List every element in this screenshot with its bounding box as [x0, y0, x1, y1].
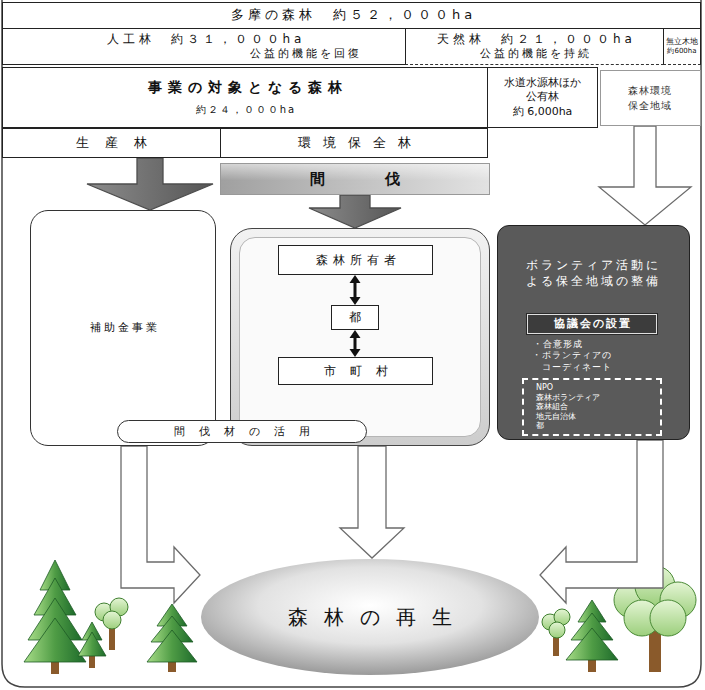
round-tree	[650, 600, 686, 636]
box-label: 公益的機能を回復	[247, 47, 362, 61]
production-forest-box: 生産林	[2, 128, 221, 158]
round-tree	[549, 622, 565, 638]
box-label: 間伐材の活用	[160, 425, 324, 439]
outline-arrow	[599, 126, 691, 225]
block-arrow	[309, 195, 401, 228]
box-label: 公益的機能を持続	[477, 47, 592, 61]
box-label: 環境保全林	[286, 135, 423, 151]
block-arrow	[87, 158, 213, 210]
box-label: 多摩の森林 約５２，０００ha	[227, 7, 476, 23]
process-box: 市町村	[278, 357, 433, 385]
environment-forest-box: 環境保全林	[220, 128, 488, 158]
subsidy-box: 補助金事業	[30, 210, 216, 446]
box-label: 事業の対象となる森林	[142, 79, 348, 97]
ground-shape	[201, 559, 539, 675]
box-label: ボランティア活動による保全地域の整備	[525, 258, 663, 289]
timber-use-pill: 間伐材の活用	[117, 420, 367, 443]
box-label: 森林組合	[536, 402, 568, 412]
box-label: 間伐	[250, 170, 460, 189]
total-forest-band: 多摩の森林 約５２，０００ha	[2, 2, 701, 29]
double-arrow	[350, 330, 361, 357]
box-label: 天然林 約２１，０００ha	[433, 32, 636, 47]
box-label: 地元自治体	[536, 412, 576, 422]
box-label: 補助金事業	[87, 321, 160, 335]
box-label: 水道水源林ほか 公有林	[493, 76, 593, 104]
outline-arrow	[540, 440, 663, 603]
box-label: 約 6,000ha	[513, 105, 573, 119]
pine-tree	[566, 628, 618, 660]
box-label: 森林ボランティア	[536, 393, 600, 403]
treeless-land-box: 無立木地約600ha	[663, 28, 701, 65]
round-tree	[103, 611, 121, 629]
box-label: ・合意形成	[532, 339, 583, 350]
box-label: 市町村	[310, 364, 402, 379]
box-label: 約２４，０００ha	[194, 104, 296, 117]
volunteer-panel: ボランティア活動による保全地域の整備・合意形成・ボランティアのコーディネート 協議…	[497, 225, 690, 440]
double-arrow	[350, 275, 361, 305]
target-forest-box: 事業の対象となる森林約２４，０００ha	[2, 67, 488, 128]
box-label: 無立木地	[666, 37, 698, 47]
box-label: NPO	[536, 383, 553, 393]
pine-tree	[24, 618, 86, 662]
tree-trunk	[649, 628, 661, 672]
partnership-panel: 森林所有者都市町村	[230, 228, 490, 446]
process-box: 森林所有者	[278, 245, 433, 275]
box-label: 都	[536, 421, 544, 431]
pine-tree	[78, 632, 106, 656]
box-label: 森林環境保全地域	[628, 83, 674, 113]
member-list-box: NPO森林ボランティア森林組合地元自治体都	[522, 378, 662, 436]
natural-forest-box: 天然林 約２１，０００ha公益的機能を持続	[405, 28, 664, 65]
box-label: 都	[349, 310, 361, 325]
regeneration-ground: 森林の再生	[200, 558, 540, 676]
public-forest-box: 水道水源林ほか 公有林約 6,000ha	[487, 67, 598, 128]
box-label: ・ボランティアのコーディネート	[532, 350, 618, 373]
box-label: 森林の再生	[272, 605, 468, 630]
council-box: 協議会の設置	[527, 314, 657, 334]
box-label: 生産林	[60, 135, 163, 151]
conservation-area-box: 森林環境保全地域	[600, 70, 701, 126]
outline-arrow	[340, 446, 404, 558]
planted-forest-box: 人工林 約３１，０００ha公益的機能を回復	[2, 28, 406, 65]
pine-tree	[147, 630, 197, 662]
outline-arrow	[121, 446, 200, 603]
process-box: 都	[331, 305, 379, 330]
box-label: 人工林 約３１，０００ha	[103, 32, 306, 47]
box-label: 約600ha	[667, 47, 696, 56]
thinning-band: 間伐	[220, 163, 490, 195]
box-label: 協議会の設置	[552, 317, 632, 331]
box-label: 森林所有者	[311, 253, 401, 268]
